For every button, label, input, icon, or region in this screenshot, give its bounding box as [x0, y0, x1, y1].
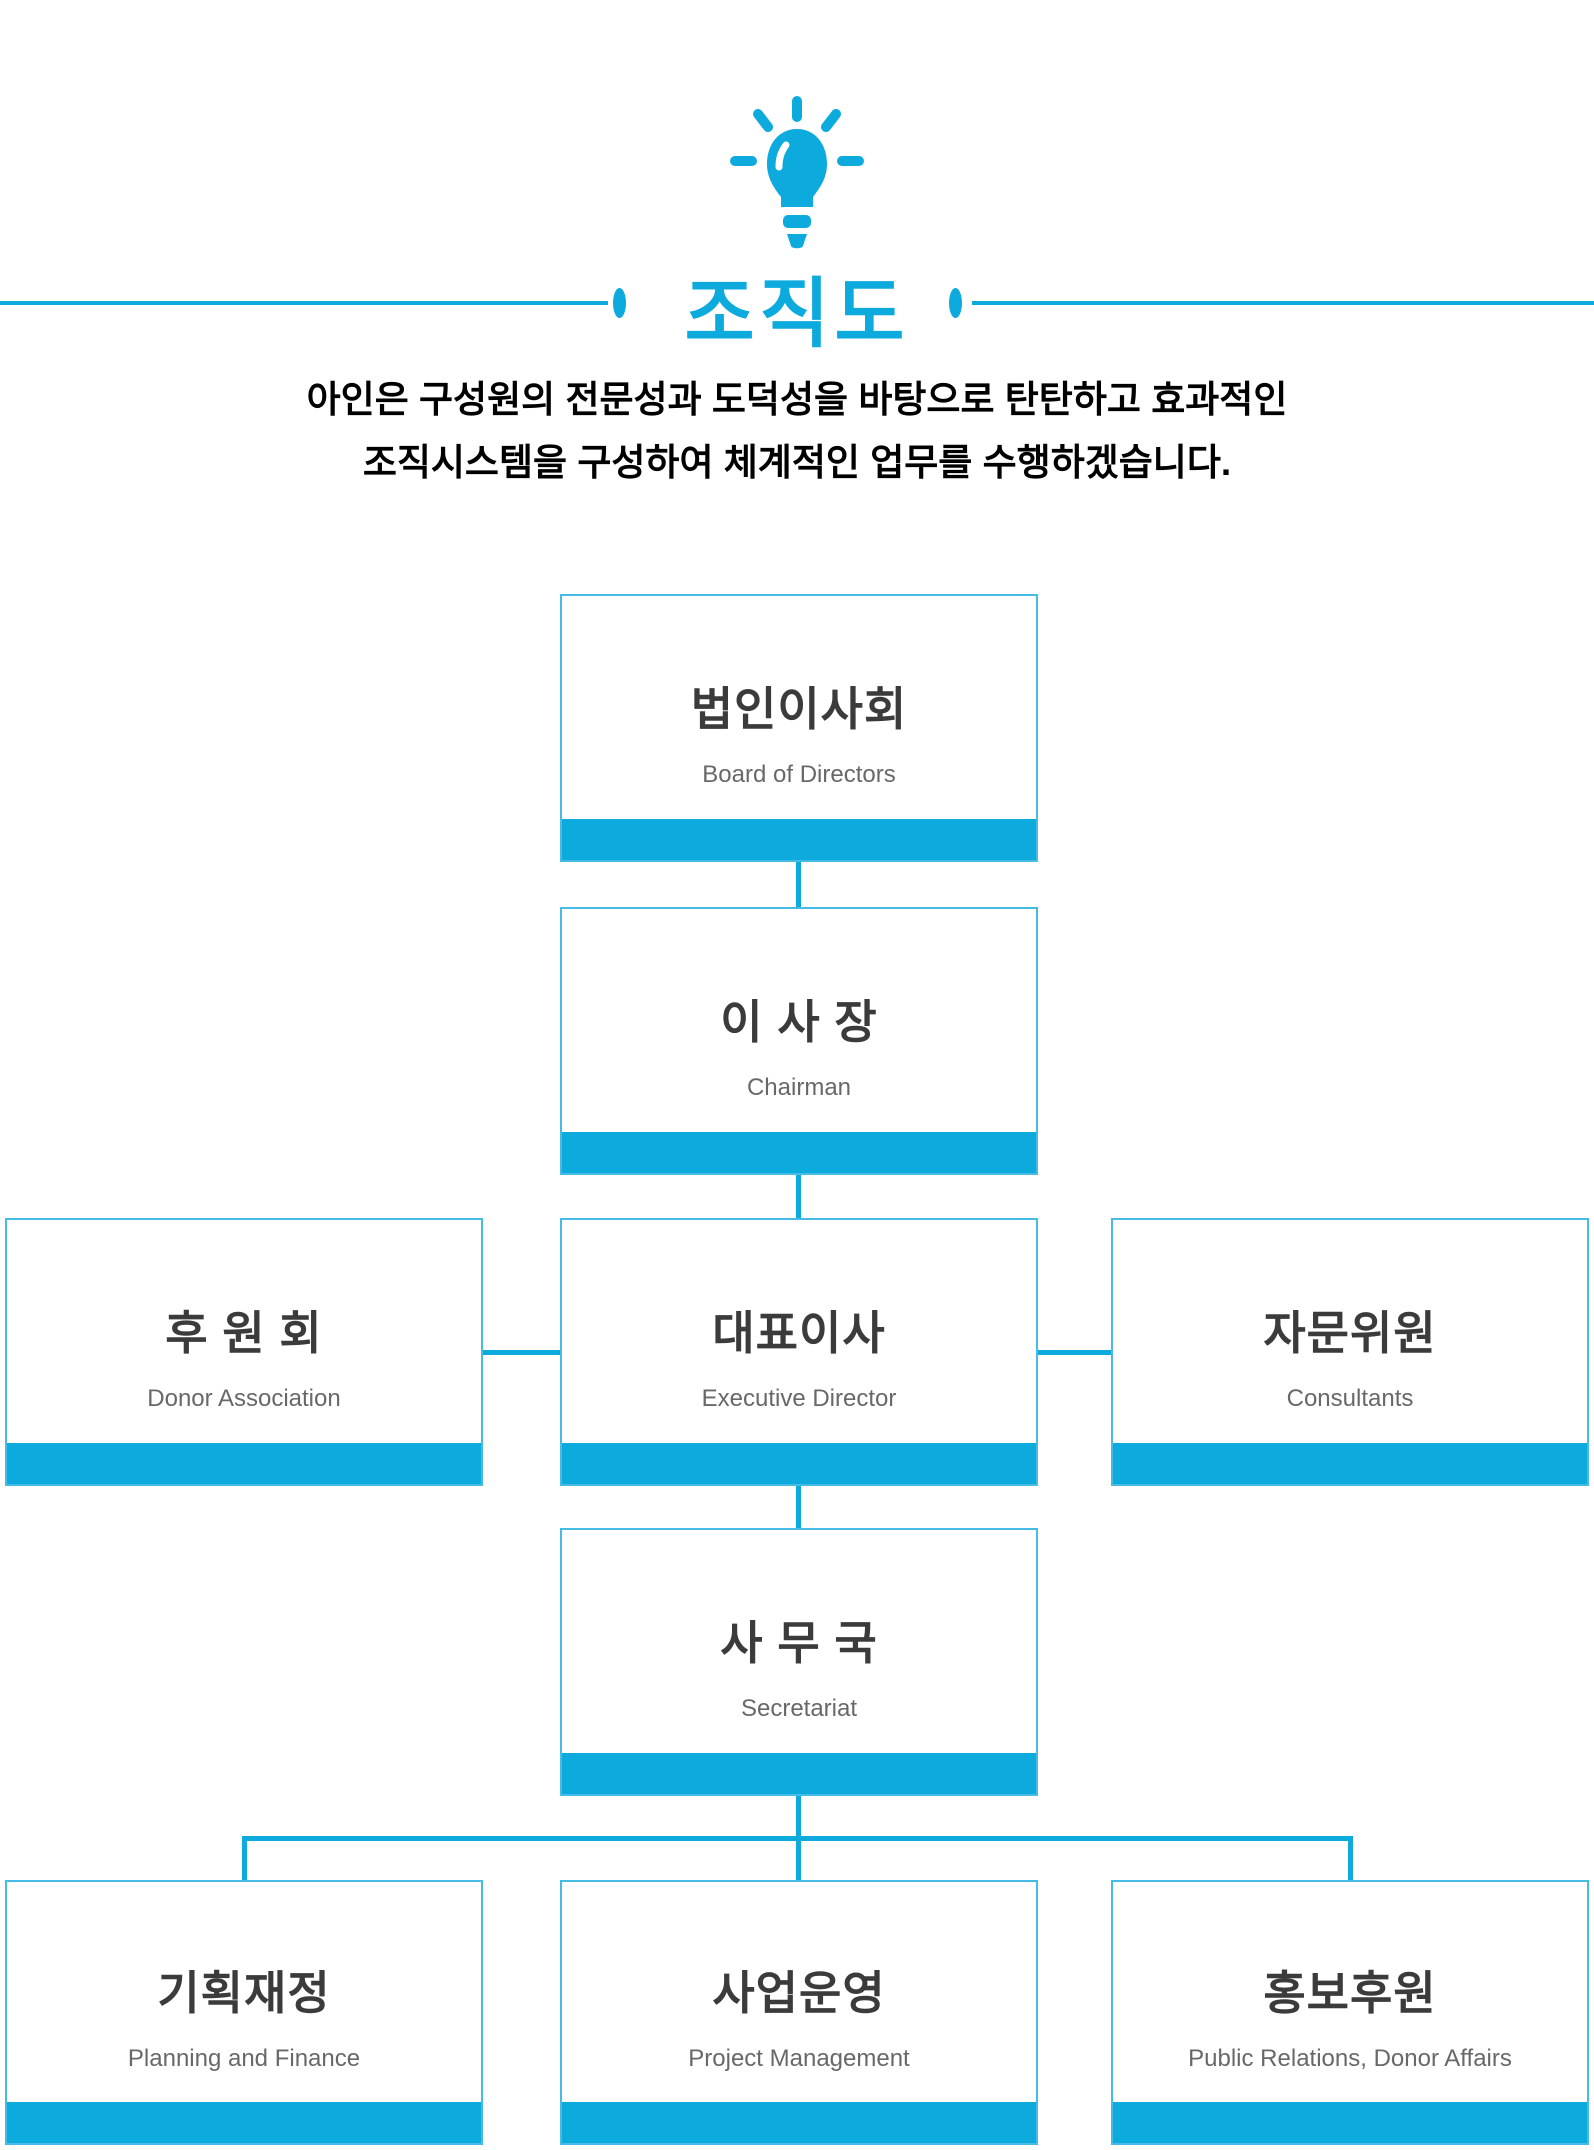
node-title-en: Donor Association — [147, 1384, 341, 1412]
org-node-secretariat: 사 무 국 Secretariat — [560, 1528, 1038, 1796]
connector-secretariat-branch — [796, 1793, 801, 1838]
node-accent-bar — [562, 2102, 1036, 2143]
org-node-pr-donor-affairs: 홍보후원 Public Relations, Donor Affairs — [1111, 1880, 1589, 2145]
org-node-chairman: 이 사 장 Chairman — [560, 907, 1038, 1175]
node-content: 이 사 장 Chairman — [562, 909, 1036, 1132]
org-node-executive-director: 대표이사 Executive Director — [560, 1218, 1038, 1486]
org-node-project-management: 사업운영 Project Management — [560, 1880, 1038, 2145]
node-content: 후 원 회 Donor Association — [7, 1220, 481, 1443]
node-accent-bar — [7, 1443, 481, 1484]
node-content: 자문위원 Consultants — [1113, 1220, 1587, 1443]
branch-drop-left — [242, 1836, 247, 1880]
node-accent-bar — [562, 819, 1036, 860]
title-rule-left — [0, 301, 608, 305]
subtitle-line-2: 조직시스템을 구성하여 체계적인 업무를 수행하겠습니다. — [362, 442, 1232, 483]
connector-executive-secretariat — [796, 1484, 801, 1528]
branch-drop-center — [796, 1838, 801, 1880]
node-title-ko: 후 원 회 — [165, 1306, 323, 1359]
node-accent-bar — [562, 1132, 1036, 1173]
node-title-ko: 사 무 국 — [720, 1616, 878, 1669]
node-title-en: Chairman — [746, 1073, 852, 1101]
node-accent-bar — [7, 2102, 481, 2143]
lightbulb-icon — [730, 96, 864, 249]
title-dot-right-icon — [949, 288, 962, 318]
node-title-en: Executive Director — [701, 1384, 897, 1412]
node-content: 홍보후원 Public Relations, Donor Affairs — [1113, 1882, 1587, 2102]
node-title-ko: 사업운영 — [712, 1967, 886, 2019]
node-title-en: Planning and Finance — [127, 2045, 361, 2072]
org-node-board-of-directors: 법인이사회 Board of Directors — [560, 594, 1038, 862]
node-content: 대표이사 Executive Director — [562, 1220, 1036, 1443]
node-accent-bar — [562, 1443, 1036, 1484]
node-title-en: Consultants — [1286, 1384, 1414, 1412]
connector-chairman-executive — [796, 1173, 801, 1218]
connector-donor-executive — [483, 1350, 560, 1355]
org-node-consultants: 자문위원 Consultants — [1111, 1218, 1589, 1486]
node-title-en: Secretariat — [740, 1694, 858, 1722]
node-title-ko: 자문위원 — [1263, 1306, 1437, 1359]
node-content: 사 무 국 Secretariat — [562, 1530, 1036, 1753]
node-content: 사업운영 Project Management — [562, 1882, 1036, 2102]
title-dot-left-icon — [613, 288, 626, 318]
node-title-en: Public Relations, Donor Affairs — [1188, 2045, 1512, 2072]
node-accent-bar — [1113, 1443, 1587, 1484]
title-rule-right — [972, 301, 1594, 305]
connector-board-chairman — [796, 862, 801, 907]
node-title-ko: 기획재정 — [157, 1967, 331, 2019]
org-node-donor-association: 후 원 회 Donor Association — [5, 1218, 483, 1486]
node-title-ko: 이 사 장 — [720, 995, 878, 1048]
branch-drop-right — [1348, 1836, 1353, 1880]
node-accent-bar — [562, 1753, 1036, 1794]
page-title: 조직도 — [684, 272, 910, 357]
node-title-ko: 법인이사회 — [690, 682, 908, 735]
node-content: 기획재정 Planning and Finance — [7, 1882, 481, 2102]
node-title-ko: 홍보후원 — [1263, 1967, 1437, 2019]
node-content: 법인이사회 Board of Directors — [562, 596, 1036, 819]
node-accent-bar — [1113, 2102, 1587, 2143]
org-node-planning-finance: 기획재정 Planning and Finance — [5, 1880, 483, 2145]
connector-executive-consultants — [1038, 1350, 1111, 1355]
node-title-en: Project Management — [688, 2045, 910, 2072]
page-subtitle: 아인은 구성원의 전문성과 도덕성을 바탕으로 탄탄하고 효과적인 조직시스템을… — [0, 368, 1594, 494]
subtitle-line-1: 아인은 구성원의 전문성과 도덕성을 바탕으로 탄탄하고 효과적인 — [306, 379, 1288, 420]
node-title-en: Board of Directors — [702, 760, 896, 788]
node-title-ko: 대표이사 — [712, 1306, 886, 1359]
